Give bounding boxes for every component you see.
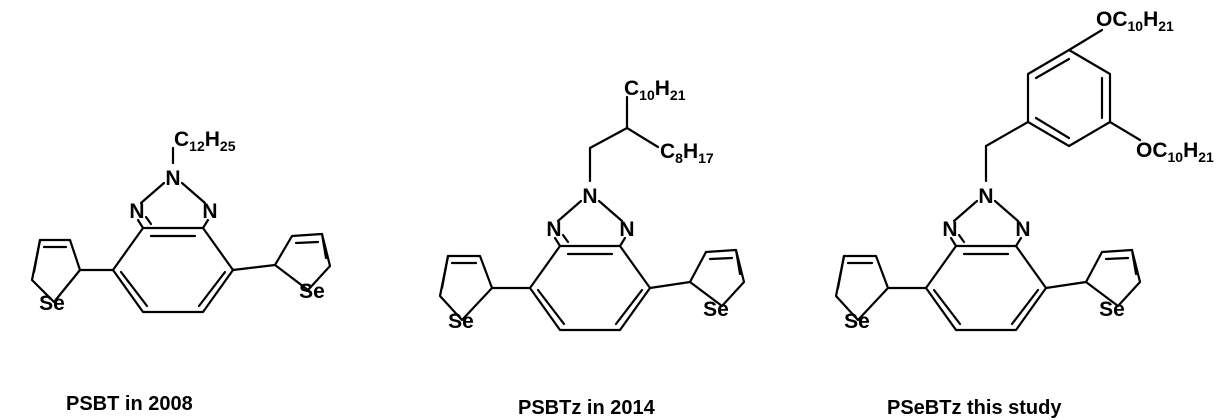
psbtz-branch-c10h21: C10H21 (624, 77, 686, 103)
psbt-alkyl-chain: C12H25 (174, 128, 236, 154)
psebtz-n-top: N (978, 185, 993, 208)
psebtz-alkoxy-bottom: OC10H21 (1136, 139, 1214, 165)
caption-psebtz: PSeBTz this study (887, 397, 1062, 419)
psebtz-se-left: Se (844, 310, 870, 333)
psbt-n-top: N (165, 167, 180, 190)
psbt-se-left: Se (39, 292, 65, 315)
psbtz-branch-c8h17: C8H17 (660, 140, 714, 166)
psbt-bonds (30, 146, 332, 314)
structure-psbtz: N N N Se Se C10H21 C8H17 PSBTz in 2014 (438, 77, 746, 419)
caption-psbt: PSBT in 2008 (66, 393, 193, 415)
psbt-n-left: N (129, 200, 144, 223)
psbtz-se-left: Se (448, 310, 474, 333)
structure-psbt: N N N Se Se C12H25 PSBT in 2008 (30, 128, 332, 415)
psebtz-alkoxy-top: OC10H21 (1096, 8, 1174, 34)
caption-psbtz: PSBTz in 2014 (518, 397, 656, 419)
psebtz-bonds (834, 28, 1142, 332)
psbtz-n-right: N (619, 218, 634, 241)
psbt-n-right: N (202, 200, 217, 223)
structure-psebtz: N N N Se Se OC10H21 OC10H21 PSeBTz this … (834, 8, 1214, 419)
psbtz-se-right: Se (703, 298, 729, 321)
psebtz-n-right: N (1015, 218, 1030, 241)
psbtz-n-left: N (546, 218, 561, 241)
psbt-se-right: Se (299, 280, 325, 303)
psbtz-bonds (438, 95, 746, 332)
psbtz-n-top: N (582, 185, 597, 208)
psebtz-n-left: N (942, 218, 957, 241)
psebtz-se-right: Se (1099, 298, 1125, 321)
